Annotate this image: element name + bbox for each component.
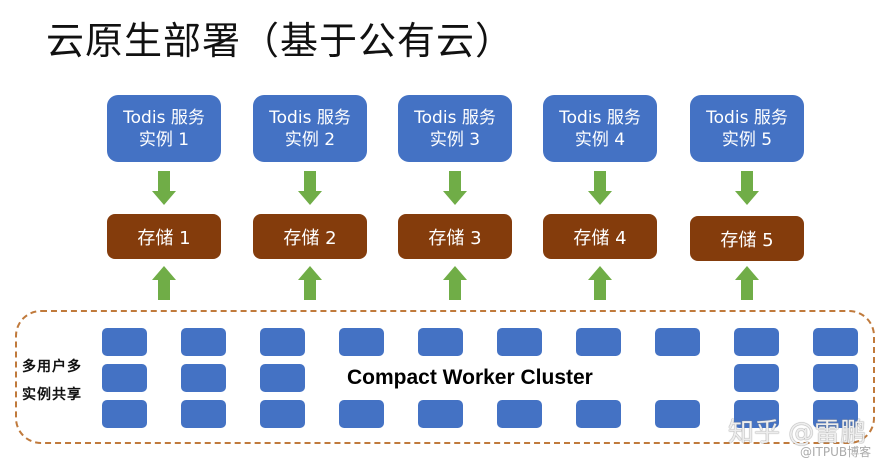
worker-node — [102, 328, 147, 356]
worker-node — [576, 328, 621, 356]
service-instance-3: Todis 服务实例 3 — [398, 95, 512, 162]
worker-node — [181, 328, 226, 356]
service-name: Todis 服务 — [706, 107, 788, 128]
worker-node — [497, 400, 542, 428]
worker-node — [655, 328, 700, 356]
page-title: 云原生部署（基于公有云） — [46, 19, 515, 63]
watermark-sub: @ITPUB博客 — [800, 445, 872, 459]
worker-node — [339, 328, 384, 356]
service-name: Todis 服务 — [559, 107, 641, 128]
service-name: Todis 服务 — [414, 107, 496, 128]
worker-node — [576, 400, 621, 428]
arrow-down-icon — [735, 171, 759, 205]
worker-node — [813, 364, 858, 392]
arrow-up-icon — [298, 266, 322, 300]
worker-node — [260, 364, 305, 392]
arrow-up-icon — [152, 266, 176, 300]
arrow-down-icon — [298, 171, 322, 205]
arrow-up-icon — [588, 266, 612, 300]
worker-node — [813, 328, 858, 356]
service-instance-label: 实例 5 — [721, 129, 773, 150]
worker-node — [813, 400, 858, 428]
service-instance-4: Todis 服务实例 4 — [543, 95, 657, 162]
worker-node — [734, 328, 779, 356]
worker-node — [339, 400, 384, 428]
arrow-up-icon — [735, 266, 759, 300]
arrow-down-icon — [588, 171, 612, 205]
worker-node — [734, 364, 779, 392]
worker-node — [102, 364, 147, 392]
cluster-side-label-line2: 实例共享 — [22, 387, 82, 403]
service-instance-label: 实例 3 — [429, 129, 481, 150]
service-instance-1: Todis 服务实例 1 — [107, 95, 221, 162]
service-instance-label: 实例 1 — [138, 129, 190, 150]
storage-4: 存储 4 — [543, 214, 657, 259]
watermark-main: 知乎 @雷鹏 — [728, 418, 867, 448]
worker-node — [181, 400, 226, 428]
worker-node — [260, 400, 305, 428]
storage-2: 存储 2 — [253, 214, 367, 259]
worker-node — [260, 328, 305, 356]
service-instance-label: 实例 2 — [284, 129, 336, 150]
worker-node — [497, 328, 542, 356]
service-name: Todis 服务 — [269, 107, 351, 128]
storage-5: 存储 5 — [690, 216, 804, 261]
worker-node — [734, 400, 779, 428]
worker-node — [102, 400, 147, 428]
arrow-up-icon — [443, 266, 467, 300]
worker-node — [181, 364, 226, 392]
service-instance-label: 实例 4 — [574, 129, 626, 150]
service-name: Todis 服务 — [123, 107, 205, 128]
compact-worker-cluster — [15, 310, 875, 444]
service-instance-2: Todis 服务实例 2 — [253, 95, 367, 162]
storage-3: 存储 3 — [398, 214, 512, 259]
service-instance-5: Todis 服务实例 5 — [690, 95, 804, 162]
worker-node — [418, 328, 463, 356]
storage-1: 存储 1 — [107, 214, 221, 259]
arrow-down-icon — [443, 171, 467, 205]
worker-node — [655, 400, 700, 428]
cluster-label: Compact Worker Cluster — [347, 366, 593, 389]
arrow-down-icon — [152, 171, 176, 205]
worker-node — [418, 400, 463, 428]
cluster-side-label-line1: 多用户多 — [22, 359, 82, 375]
